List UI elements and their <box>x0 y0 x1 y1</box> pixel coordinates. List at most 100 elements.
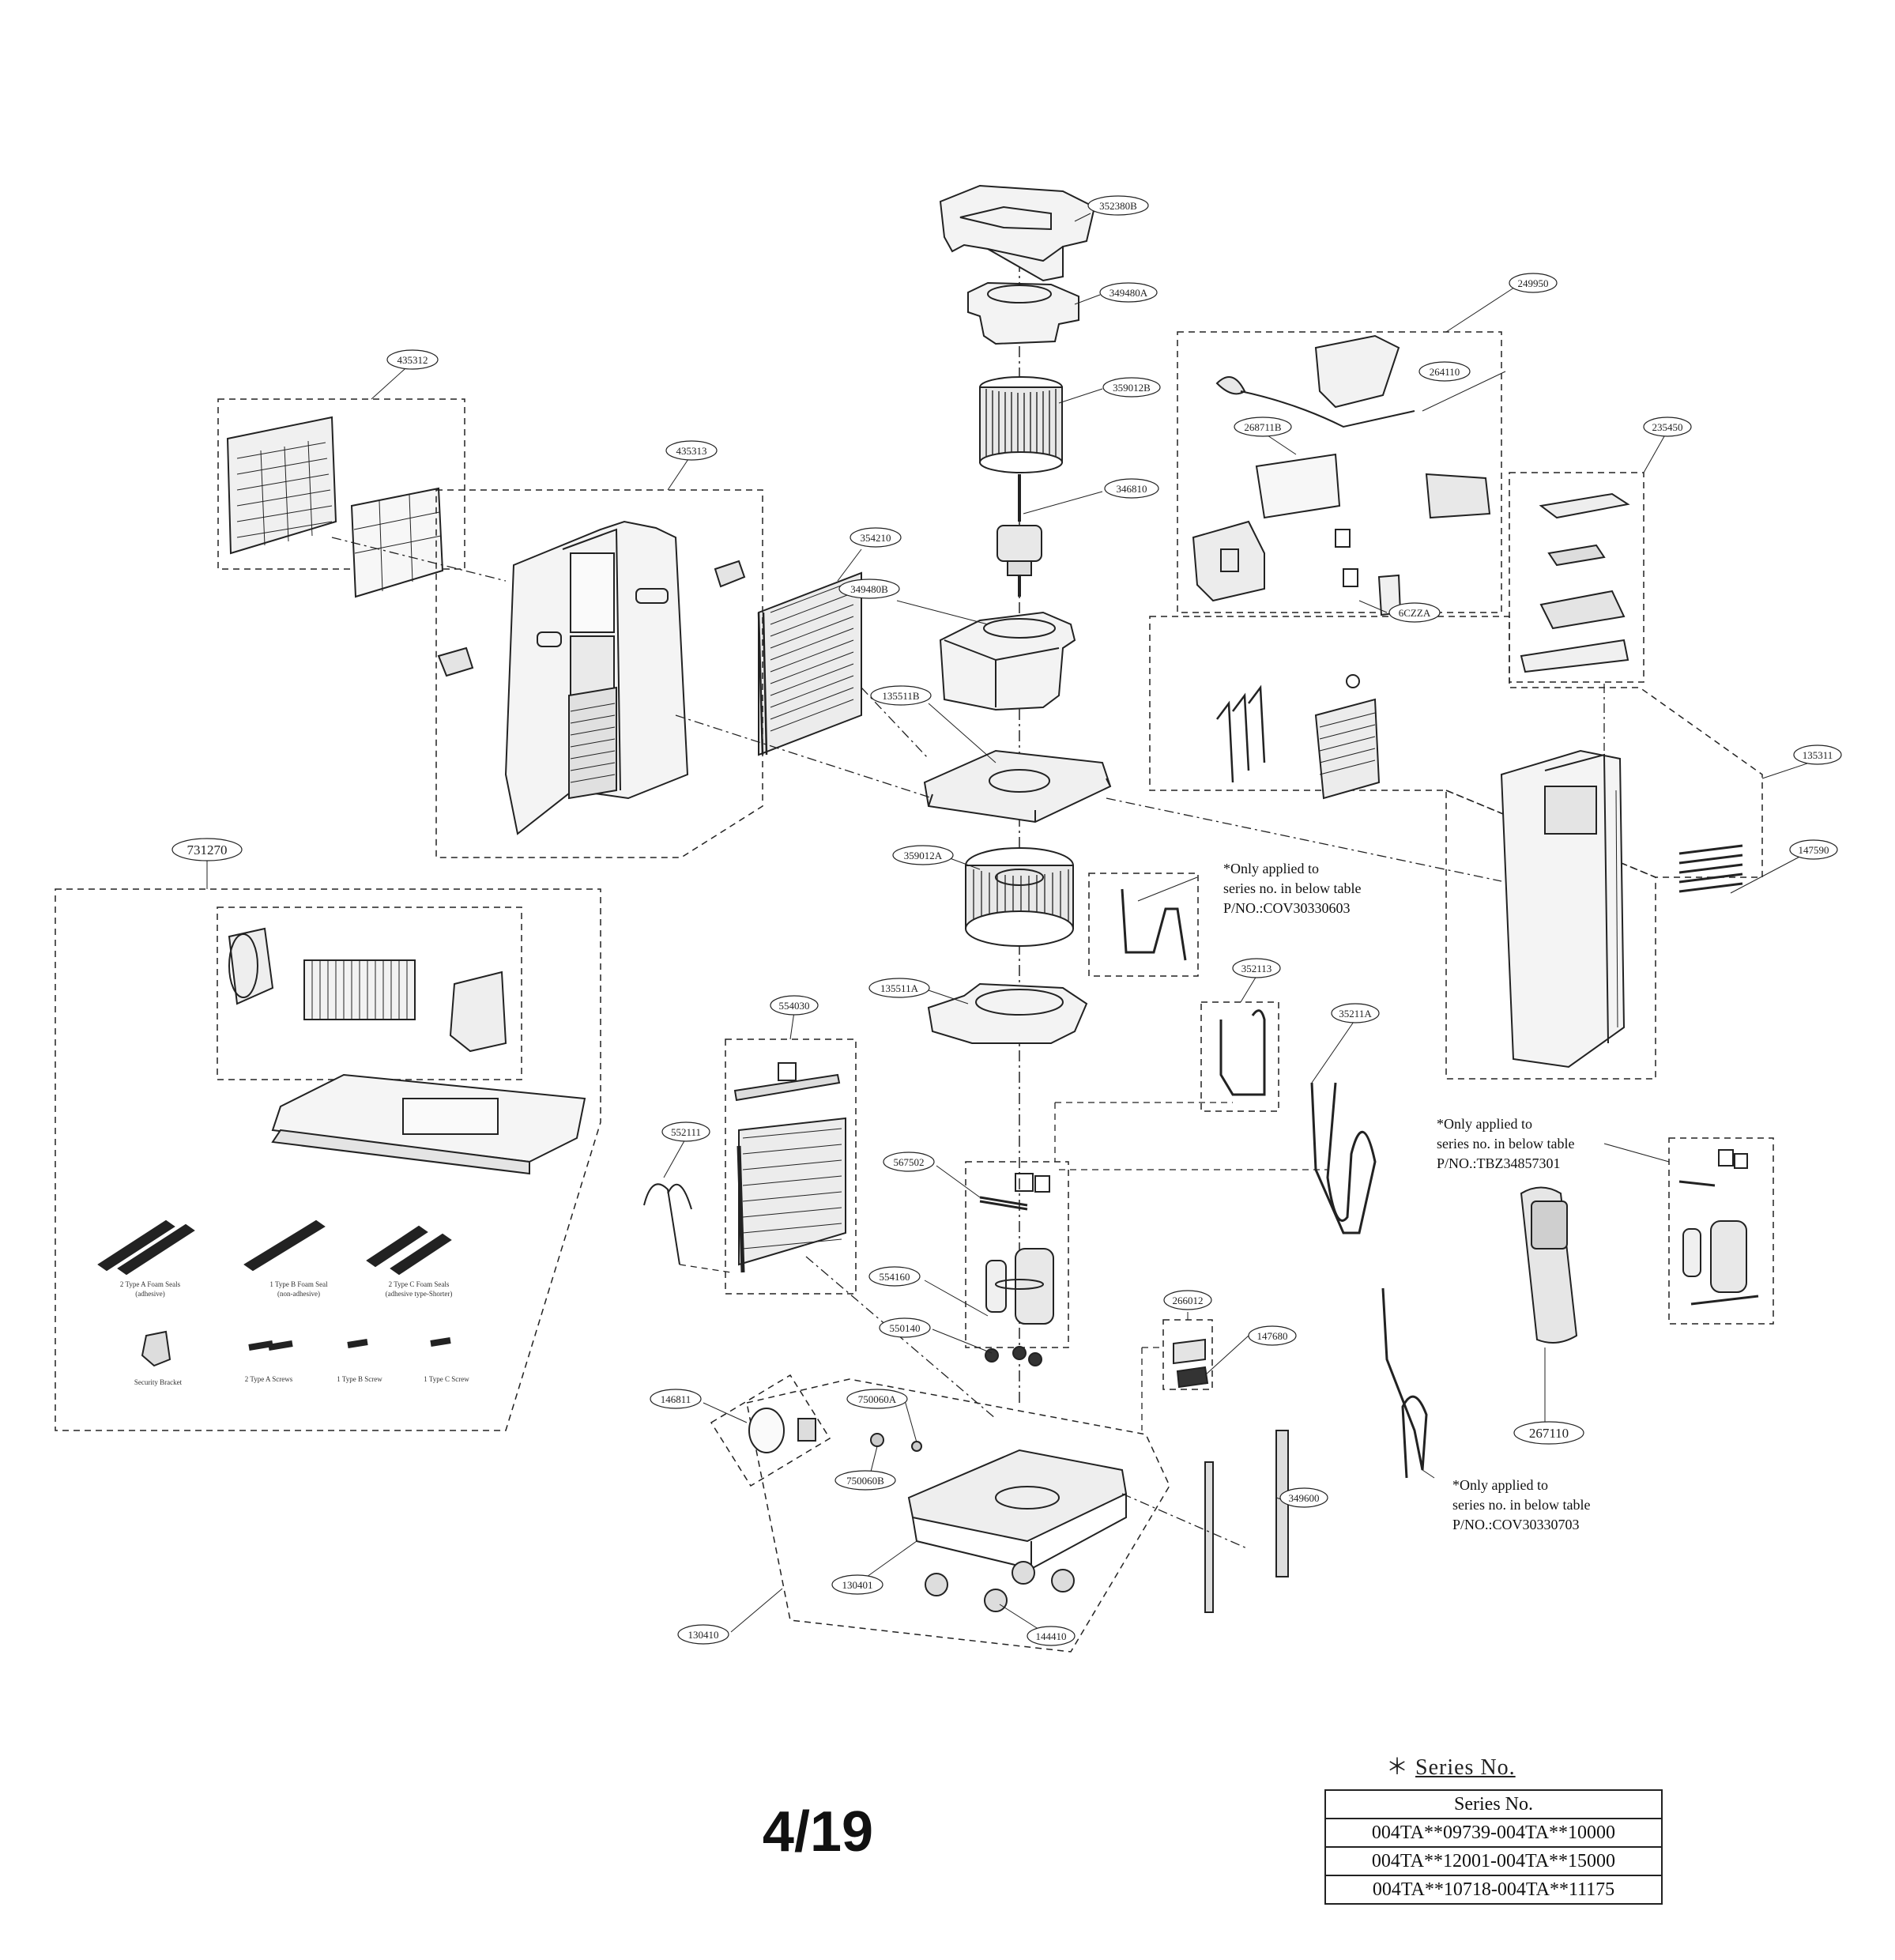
label-550140: 550140 <box>890 1322 921 1334</box>
series-caption-text: Series No. <box>1415 1755 1516 1780</box>
label-268711B: 268711B <box>1244 421 1282 433</box>
note-cov30330703-line1: *Only applied to <box>1452 1477 1548 1493</box>
caption-foam-c-1: 2 Type C Foam Seals <box>389 1280 450 1288</box>
louver-assembly-part <box>1216 674 1381 800</box>
label-349480B: 349480B <box>850 583 888 595</box>
label-359012B: 359012B <box>1113 382 1151 394</box>
label-435313: 435313 <box>676 445 707 457</box>
label-552111: 552111 <box>671 1126 701 1138</box>
label-235450: 235450 <box>1652 421 1683 433</box>
label-567502: 567502 <box>894 1156 925 1168</box>
middle-tray-part <box>923 749 1112 824</box>
caption-bracket: Security Bracket <box>134 1378 183 1386</box>
series-caption: ＊ Series No. <box>1386 1750 1516 1781</box>
label-264110: 264110 <box>1430 366 1460 378</box>
label-267110: 267110 <box>1529 1426 1569 1441</box>
grille-part <box>1678 844 1743 893</box>
series-row-2: 004TA**12001-004TA**15000 <box>1324 1846 1663 1876</box>
exhaust-hose-part <box>228 927 507 1053</box>
label-147680: 147680 <box>1257 1330 1288 1342</box>
pump-part <box>1173 1338 1209 1389</box>
remote-control-part <box>1520 1186 1578 1344</box>
series-table-header: Series No. <box>1324 1789 1663 1819</box>
label-359012A: 359012A <box>904 850 943 861</box>
label-147590: 147590 <box>1799 844 1829 856</box>
label-352380B: 352380B <box>1099 200 1137 212</box>
label-731270: 731270 <box>187 842 228 858</box>
label-349600: 349600 <box>1289 1492 1320 1504</box>
label-35211A: 35211A <box>1339 1008 1372 1020</box>
base-pan-part <box>907 1449 1128 1570</box>
label-135311: 135311 <box>1803 749 1833 761</box>
note-tbz34857301-line2: series no. in below table <box>1437 1136 1574 1152</box>
window-slider-part <box>271 1073 586 1175</box>
suction-pipe-part <box>1310 1082 1377 1234</box>
top-cover-part <box>939 184 1096 282</box>
optional-compressor-kit <box>1678 1149 1759 1306</box>
label-130410: 130410 <box>688 1629 719 1641</box>
label-249950: 249950 <box>1518 277 1549 289</box>
handle-part <box>437 560 746 677</box>
float-switch-part <box>748 1408 922 1453</box>
lower-blower-wheel <box>965 847 1074 947</box>
series-row-1: 004TA**09739-004TA**10000 <box>1324 1818 1663 1848</box>
caption-screw-c: 1 Type C Screw <box>424 1375 469 1383</box>
label-554160: 554160 <box>880 1271 910 1283</box>
caption-foam-a-1: 2 Type A Foam Seals <box>120 1280 181 1288</box>
caption-foam-c-2: (adhesive type-Shorter) <box>386 1290 453 1298</box>
label-135511A: 135511A <box>880 982 919 994</box>
foam-seals-part <box>97 1219 452 1276</box>
evaporator-coil-part <box>757 571 862 756</box>
fan-motor-part <box>996 474 1042 597</box>
upper-housing-part <box>967 281 1079 345</box>
label-349480A: 349480A <box>1109 287 1148 299</box>
note-cov30330603-line2: series no. in below table <box>1223 880 1361 896</box>
support-brackets <box>1204 1430 1289 1613</box>
note-cov30330703-line3: P/NO.:COV30330703 <box>1452 1517 1580 1532</box>
caption-foam-a-2: (adhesive) <box>135 1290 164 1298</box>
hardware-part <box>141 1330 451 1367</box>
series-row-3: 004TA**10718-004TA**11175 <box>1324 1875 1663 1905</box>
series-caption-star: ＊ <box>1386 1755 1410 1780</box>
condenser-coil-part <box>733 1062 846 1273</box>
note-tbz34857301-line3: P/NO.:TBZ34857301 <box>1437 1155 1561 1171</box>
label-554030: 554030 <box>779 1000 810 1012</box>
drain-pipe-part <box>643 1183 692 1265</box>
caption-foam-b-1: 1 Type B Foam Seal <box>269 1280 328 1288</box>
label-750060A: 750060A <box>858 1393 897 1405</box>
compressor-part <box>979 1173 1054 1325</box>
label-352113: 352113 <box>1241 963 1272 974</box>
upper-blower-wheel <box>979 376 1063 473</box>
control-box-part <box>1192 334 1491 616</box>
caption-foam-b-2: (non-adhesive) <box>277 1290 320 1298</box>
label-130401: 130401 <box>842 1579 873 1591</box>
series-table: Series No. 004TA**09739-004TA**10000 004… <box>1324 1789 1663 1905</box>
discharge-pipe-part <box>1219 1009 1266 1096</box>
label-435312: 435312 <box>397 354 428 366</box>
display-board-part <box>1520 492 1630 673</box>
note-cov30330603-line3: P/NO.:COV30330603 <box>1223 900 1351 916</box>
optional-pipe-3 <box>1381 1287 1428 1479</box>
lower-housing-part <box>927 982 1088 1044</box>
label-354210: 354210 <box>861 532 891 544</box>
caption-screw-b: 1 Type B Screw <box>337 1375 382 1383</box>
label-6CZZA: 6CZZA <box>1399 607 1431 619</box>
label-346810: 346810 <box>1117 483 1147 495</box>
label-146811: 146811 <box>661 1393 691 1405</box>
rear-filter-part <box>350 487 444 598</box>
front-filter-part <box>226 416 337 555</box>
casters-part <box>925 1561 1075 1612</box>
label-144410: 144410 <box>1036 1630 1067 1642</box>
page-number: 4/19 <box>763 1800 873 1864</box>
caption-screw-a: 2 Type A Screws <box>245 1375 293 1383</box>
mounting-grommets <box>985 1346 1042 1366</box>
note-tbz34857301-line1: *Only applied to <box>1437 1116 1532 1132</box>
scroll-housing-part <box>939 611 1076 711</box>
label-266012: 266012 <box>1173 1295 1204 1306</box>
label-750060B: 750060B <box>846 1475 884 1487</box>
note-cov30330703-line2: series no. in below table <box>1452 1497 1590 1513</box>
note-cov30330603-line1: *Only applied to <box>1223 861 1319 876</box>
optional-pipe-1 <box>1121 888 1187 961</box>
front-cabinet-part <box>1500 749 1626 1069</box>
